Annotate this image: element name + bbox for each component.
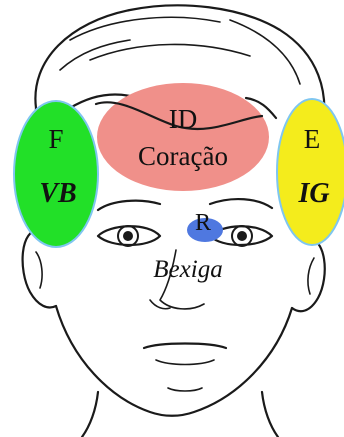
left-eye — [98, 226, 160, 246]
center-zone-letter: ID — [169, 104, 198, 134]
left-zone-letter: F — [48, 124, 63, 154]
gallbladder-zone — [14, 101, 98, 247]
right-zone-organ: IG — [297, 178, 329, 209]
face-features — [98, 199, 272, 391]
nose-zone-letter: R — [195, 210, 211, 236]
heart-zone — [97, 83, 269, 191]
bladder-label: Bexiga — [153, 256, 222, 283]
mouth — [144, 344, 226, 349]
left-eyebrow — [98, 201, 160, 210]
left-zone-organ: VB — [39, 178, 76, 209]
right-zone-letter: E — [304, 124, 321, 154]
center-zone-organ: Coração — [138, 141, 228, 171]
right-eyebrow — [210, 199, 272, 208]
large-intestine-zone — [277, 99, 344, 245]
